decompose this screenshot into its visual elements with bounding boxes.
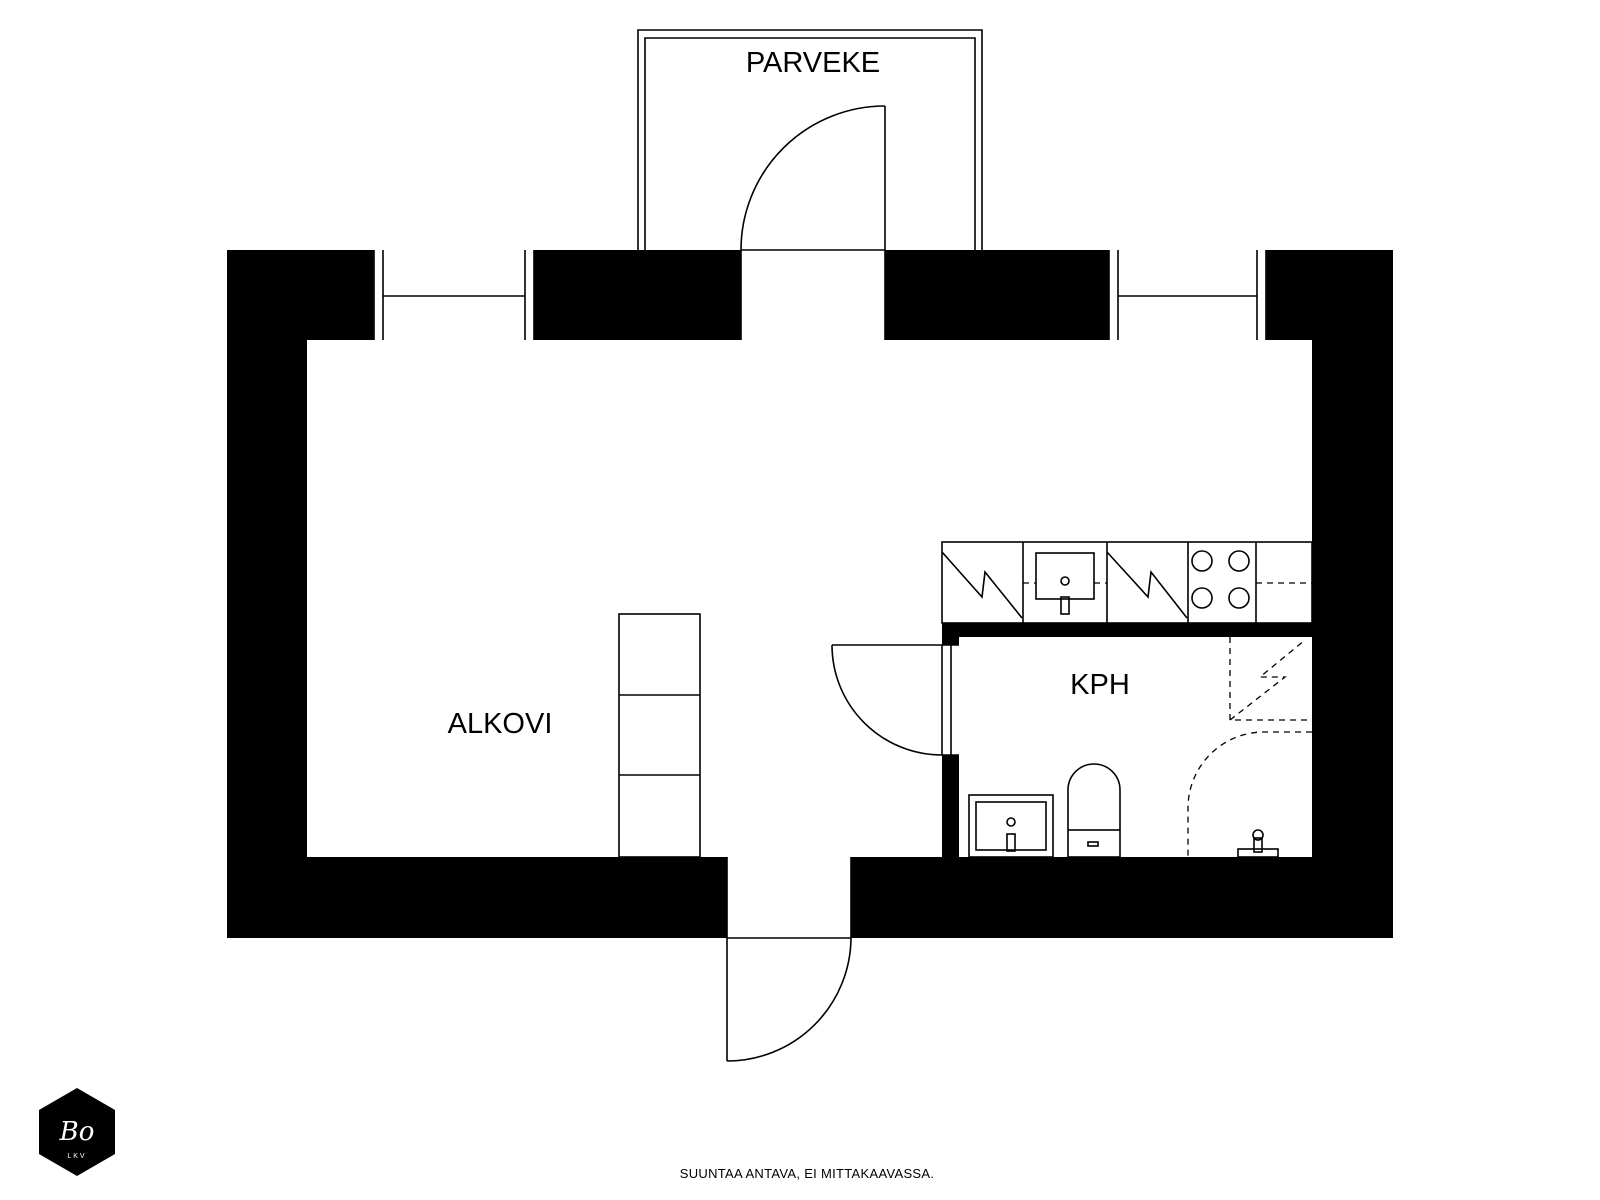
disclaimer-note: SUUNTAA ANTAVA, EI MITTAKAAVASSA. [680,1166,935,1181]
balcony-door [740,105,886,340]
company-logo: Bo LKV [39,1088,115,1176]
balcony [637,29,983,250]
room-label-alcove: ALKOVI [448,708,553,740]
wardrobe [618,613,701,858]
room-label-balcony: PARVEKE [746,47,880,79]
exterior-walls [227,250,1393,938]
bathroom-fixtures [968,637,1312,858]
logo-monogram: Bo [59,1117,95,1147]
window-left [373,250,535,340]
bathroom-door [831,644,959,756]
window-right [1108,250,1267,340]
logo-sub: LKV [67,1153,86,1160]
entrance-door [726,857,852,1062]
kitchenette [941,541,1313,624]
room-label-bathroom: KPH [1070,669,1130,701]
